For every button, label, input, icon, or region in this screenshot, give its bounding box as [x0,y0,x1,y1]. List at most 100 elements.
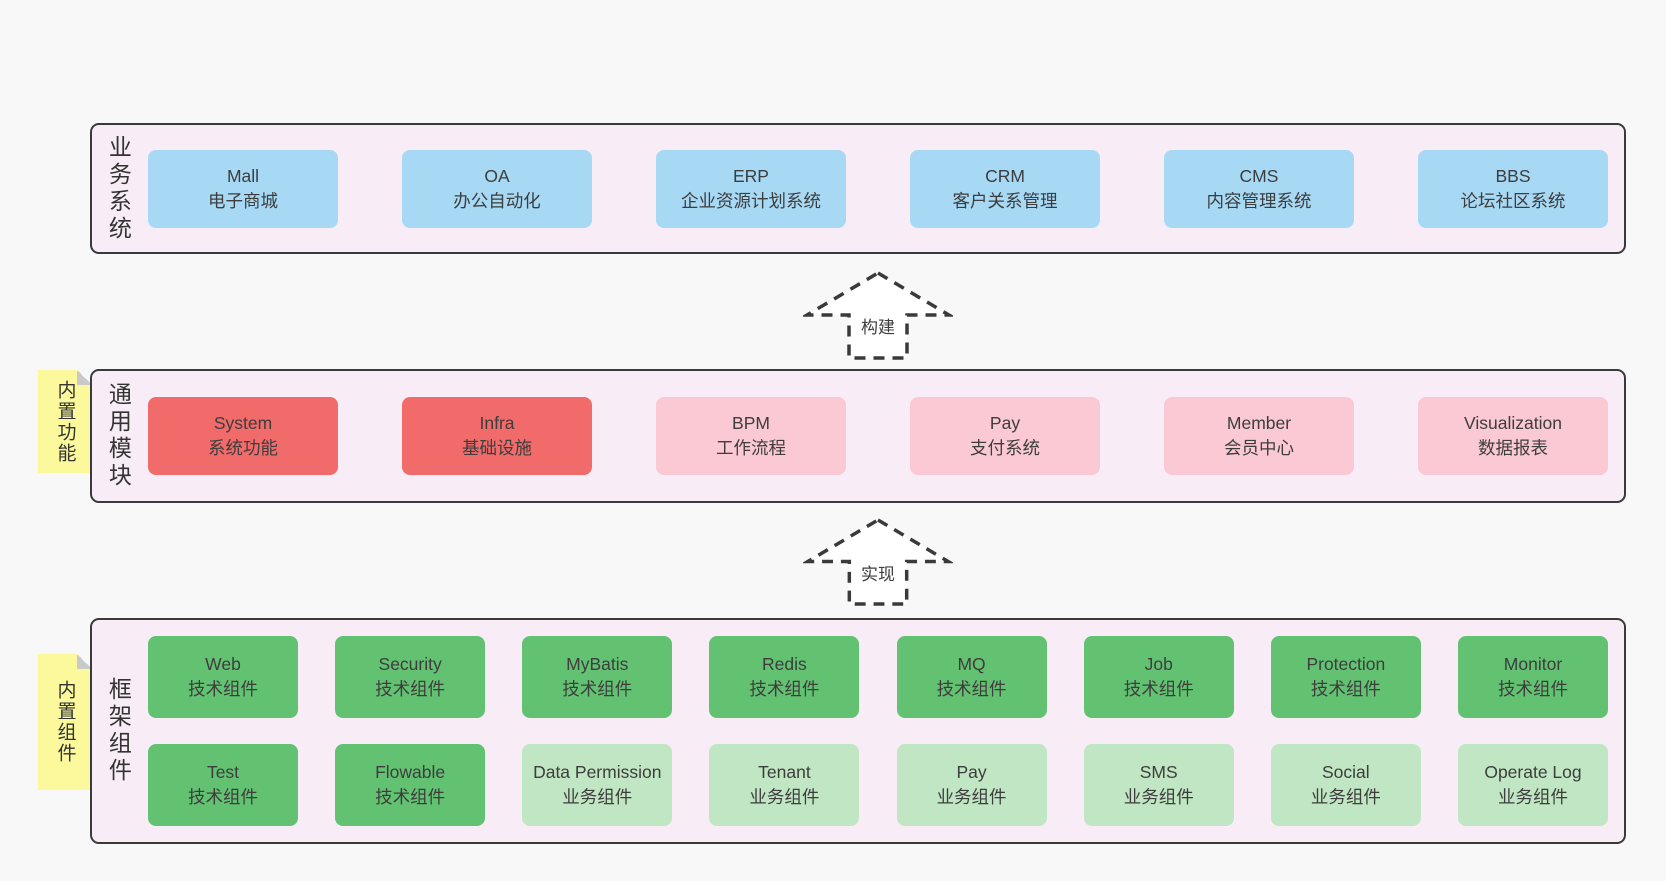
box-name: BPM [732,413,770,434]
box-name: Social [1322,762,1370,783]
box-desc: 系统功能 [208,438,278,458]
box-name: Flowable [375,762,446,783]
box-name: SMS [1139,762,1178,783]
arrow-label: 实现 [858,560,898,585]
arrow-build: 构建 [803,270,953,361]
box-monitor: Monitor 技术组件 [1457,636,1608,718]
box-name: CMS [1239,165,1279,186]
box-name: Tenant [758,762,811,783]
box-name: Infra [479,413,515,434]
folded-corner [77,370,92,385]
box-name: Pay [956,762,987,783]
box-desc: 会员中心 [1224,438,1294,458]
box-desc: 办公自动化 [453,190,541,211]
box-desc: 客户关系管理 [952,190,1058,211]
box-desc: 论坛社区系统 [1460,190,1566,211]
sticky-note-builtin-features: 内置功能 [38,370,92,473]
box-member: Member 会员中心 [1164,397,1354,475]
box-bbs: BBS 论坛社区系统 [1418,149,1608,228]
box-redis: Redis 技术组件 [709,636,860,718]
box-name: Test [206,762,240,783]
folded-corner [77,654,92,669]
box-desc: 技术组件 [749,679,820,699]
box-desc: 技术组件 [375,787,446,807]
box-name: Visualization [1464,413,1562,434]
box-operate-log: Operate Log 业务组件 [1457,744,1608,826]
band-content: Web 技术组件 Security 技术组件 MyBatis 技术组件 Redi… [144,620,1624,842]
box-test: Test 技术组件 [148,744,298,826]
box-oa: OA 办公自动化 [402,149,592,228]
box-desc: 业务组件 [1497,787,1568,807]
band-vertical-label: 通用模块 [105,382,132,490]
box-desc: 业务组件 [1310,787,1381,807]
box-flowable: Flowable 技术组件 [335,744,486,826]
box-name: System [213,413,273,434]
box-mall: Mall 电子商城 [148,149,338,228]
box-pay: Pay 支付系统 [910,397,1100,475]
component-row-1: Web 技术组件 Security 技术组件 MyBatis 技术组件 Redi… [148,636,1608,718]
box-name: BBS [1495,165,1531,186]
box-name: Pay [989,413,1021,434]
box-protection: Protection 技术组件 [1270,636,1421,718]
sticky-note-builtin-components: 内置组件 [38,654,92,790]
box-name: Monitor [1503,654,1563,675]
box-name: Operate Log [1484,762,1582,783]
box-erp: ERP 企业资源计划系统 [656,149,846,228]
box-desc: 业务组件 [749,787,820,807]
box-desc: 支付系统 [970,438,1040,458]
box-name: Member [1226,413,1292,434]
component-row-2: Test 技术组件 Flowable 技术组件 Data Permission … [148,744,1608,826]
box-desc: 技术组件 [936,679,1007,699]
box-desc: 业务组件 [562,787,633,807]
band-business-systems: 业务系统 Mall 电子商城 OA 办公自动化 ERP 企业资源计划系统 CRM… [90,123,1626,254]
box-desc: 工作流程 [716,438,786,458]
band-common-modules: 通用模块 System 系统功能 Infra 基础设施 BPM 工作流程 Pay… [90,369,1626,503]
sticky-note-label: 内置组件 [54,680,76,764]
box-desc: 业务组件 [1123,787,1194,807]
box-security: Security 技术组件 [335,636,486,718]
box-cms: CMS 内容管理系统 [1164,149,1354,228]
box-name: ERP [733,165,769,186]
box-mybatis: MyBatis 技术组件 [522,636,673,718]
box-desc: 数据报表 [1478,438,1548,458]
band-vertical-label: 业务系统 [105,134,132,243]
box-mq: MQ 技术组件 [896,636,1047,718]
box-name: Mall [226,165,260,186]
box-desc: 技术组件 [1123,679,1194,699]
box-desc: 技术组件 [188,679,258,699]
box-name: Data Permission [533,762,662,783]
box-desc: 电子商城 [208,190,278,211]
box-name: CRM [985,165,1025,186]
box-desc: 技术组件 [1310,679,1381,699]
box-pay-component: Pay 业务组件 [896,744,1047,826]
box-sms: SMS 业务组件 [1083,744,1234,826]
box-name: Protection [1306,654,1386,675]
box-visualization: Visualization 数据报表 [1418,397,1608,475]
box-desc: 技术组件 [562,679,633,699]
box-desc: 技术组件 [1497,679,1568,699]
band-vertical-label: 框架组件 [105,677,132,785]
box-desc: 基础设施 [462,438,532,458]
box-desc: 技术组件 [375,679,446,699]
box-social: Social 业务组件 [1270,744,1421,826]
box-bpm: BPM 工作流程 [656,397,846,475]
box-data-permission: Data Permission 业务组件 [522,744,673,826]
box-name: MyBatis [566,654,629,675]
box-name: OA [484,165,510,186]
sticky-note-label: 内置功能 [54,379,76,464]
arrow-implement: 实现 [803,517,953,607]
box-name: Security [378,654,442,675]
box-desc: 技术组件 [188,787,258,807]
box-desc: 内容管理系统 [1206,190,1312,211]
band-framework-components: 框架组件 Web 技术组件 Security 技术组件 MyBatis 技术组件… [90,618,1626,844]
box-desc: 业务组件 [936,787,1007,807]
box-desc: 企业资源计划系统 [681,190,821,211]
box-name: Web [205,654,241,675]
box-web: Web 技术组件 [148,636,298,718]
box-name: Job [1144,654,1173,675]
box-infra: Infra 基础设施 [402,397,592,475]
box-crm: CRM 客户关系管理 [910,149,1100,228]
band-content: Mall 电子商城 OA 办公自动化 ERP 企业资源计划系统 CRM 客户关系… [144,125,1624,252]
band-content: System 系统功能 Infra 基础设施 BPM 工作流程 Pay 支付系统… [144,371,1624,501]
arrow-label: 构建 [858,313,898,338]
